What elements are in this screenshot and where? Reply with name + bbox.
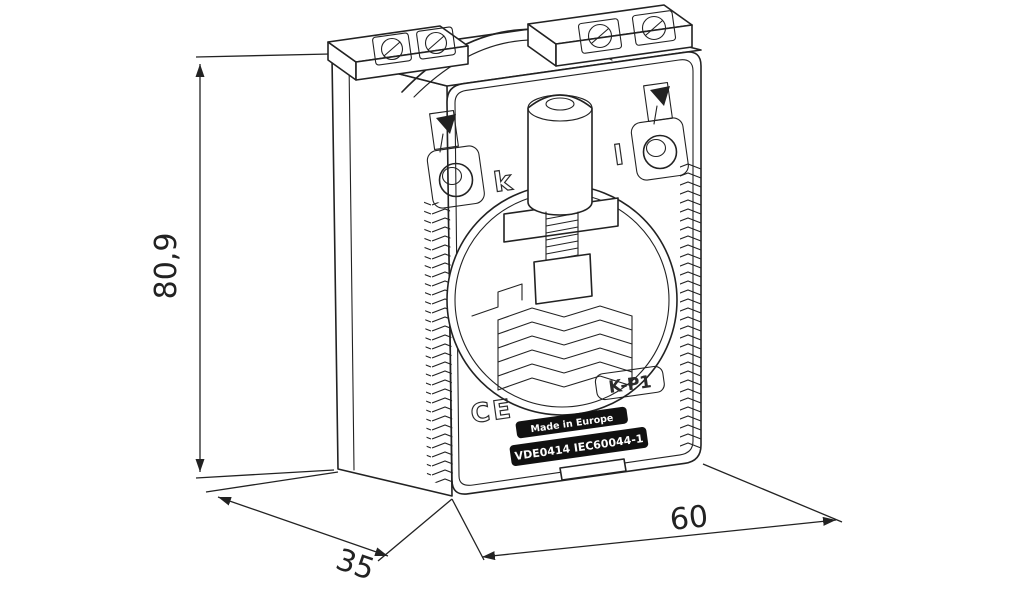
height-dimension-label: 80,9	[149, 233, 184, 300]
width-extension-left	[451, 498, 485, 561]
width-dimension-label: 60	[668, 499, 710, 538]
height-extension-top	[195, 53, 331, 58]
depth-dimension: 35	[205, 471, 453, 588]
primary-window	[446, 94, 678, 416]
height-dimension: 80,9	[149, 53, 335, 479]
left-face-part-line	[348, 59, 355, 471]
secondary-terminal-k: k	[426, 109, 516, 209]
terminal-block-right	[527, 4, 693, 67]
width-dimension: 60	[451, 463, 843, 561]
width-extension-right	[702, 463, 843, 523]
depth-extension-left	[205, 471, 339, 493]
terminal-block-left	[327, 25, 469, 81]
depth-extension-right	[377, 498, 453, 562]
rail-step-edge	[471, 283, 523, 317]
terminal-screw-icon	[424, 31, 448, 55]
current-transformer-body: k l	[327, 4, 702, 497]
terminal-screw-icon	[587, 23, 613, 49]
terminal-screw-icon	[380, 37, 404, 61]
marking-plate-frame	[594, 365, 665, 401]
clamp-nut-block	[533, 253, 593, 305]
din-rail-profile	[471, 283, 633, 391]
depth-dimension-label: 35	[331, 542, 379, 588]
polarity-flag-icon	[643, 81, 673, 125]
depth-dimension-line	[217, 496, 389, 557]
terminal-screw-icon	[641, 15, 667, 41]
right-cooling-ribs	[680, 161, 701, 453]
clamp-screw	[527, 94, 593, 216]
width-dimension-line	[481, 516, 837, 561]
din-rail-clip	[559, 458, 627, 481]
polarity-flag-icon	[429, 109, 459, 153]
height-extension-bottom	[195, 469, 335, 479]
left-cooling-ribs	[424, 198, 453, 488]
ce-mark: CE	[469, 394, 516, 430]
